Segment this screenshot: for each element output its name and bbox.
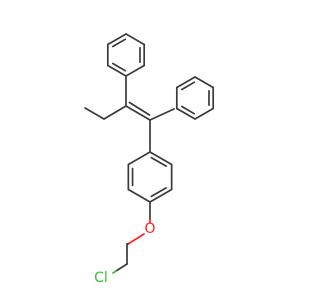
phenyl-ring-a-bond xyxy=(106,64,127,77)
phenyl-ring-a-double-bond xyxy=(111,62,127,72)
chlorine-atom-label: Cl xyxy=(94,270,108,286)
phenyl-ring-b-bond xyxy=(175,76,196,89)
phenyl-ring-a-double-bond xyxy=(111,38,127,48)
ch2-to-chlorine-bond xyxy=(115,263,128,272)
oxygen-to-ch2-bond xyxy=(127,233,145,245)
oxygen-atom-label: O xyxy=(144,221,155,237)
phenyl-ring-c-double-bond xyxy=(150,187,167,198)
phenyl-ring-b-bond xyxy=(194,76,215,89)
phenyl-ring-c-double-bond xyxy=(150,156,167,167)
phenyl-ring-a-bond xyxy=(125,64,146,77)
phenyl-ring-a-bond xyxy=(106,33,127,46)
phenyl-ring-c-bond xyxy=(127,188,151,203)
ring-b-link-bond xyxy=(149,108,175,121)
phenyl-ring-c-bond xyxy=(127,151,151,166)
structure-svg: O Cl xyxy=(84,33,215,286)
phenyl-ring-c-bond xyxy=(149,151,173,166)
alkene-double-bond xyxy=(128,101,151,116)
alkene-bond xyxy=(125,105,151,121)
phenyl-ring-b-bond xyxy=(175,107,196,120)
ethyl-bond-2 xyxy=(84,107,105,120)
phenyl-ring-b-double-bond xyxy=(180,81,196,91)
phenyl-ring-c-bond xyxy=(149,188,173,203)
molecule-diagram: O Cl xyxy=(84,33,215,286)
phenyl-ring-b-bond xyxy=(194,107,215,120)
phenyl-ring-a-bond xyxy=(125,33,146,46)
ethyl-bond-1 xyxy=(103,105,127,120)
ch2-to-chlorine-bond-tip xyxy=(112,270,117,274)
phenyl-ring-b-double-bond xyxy=(180,105,196,115)
